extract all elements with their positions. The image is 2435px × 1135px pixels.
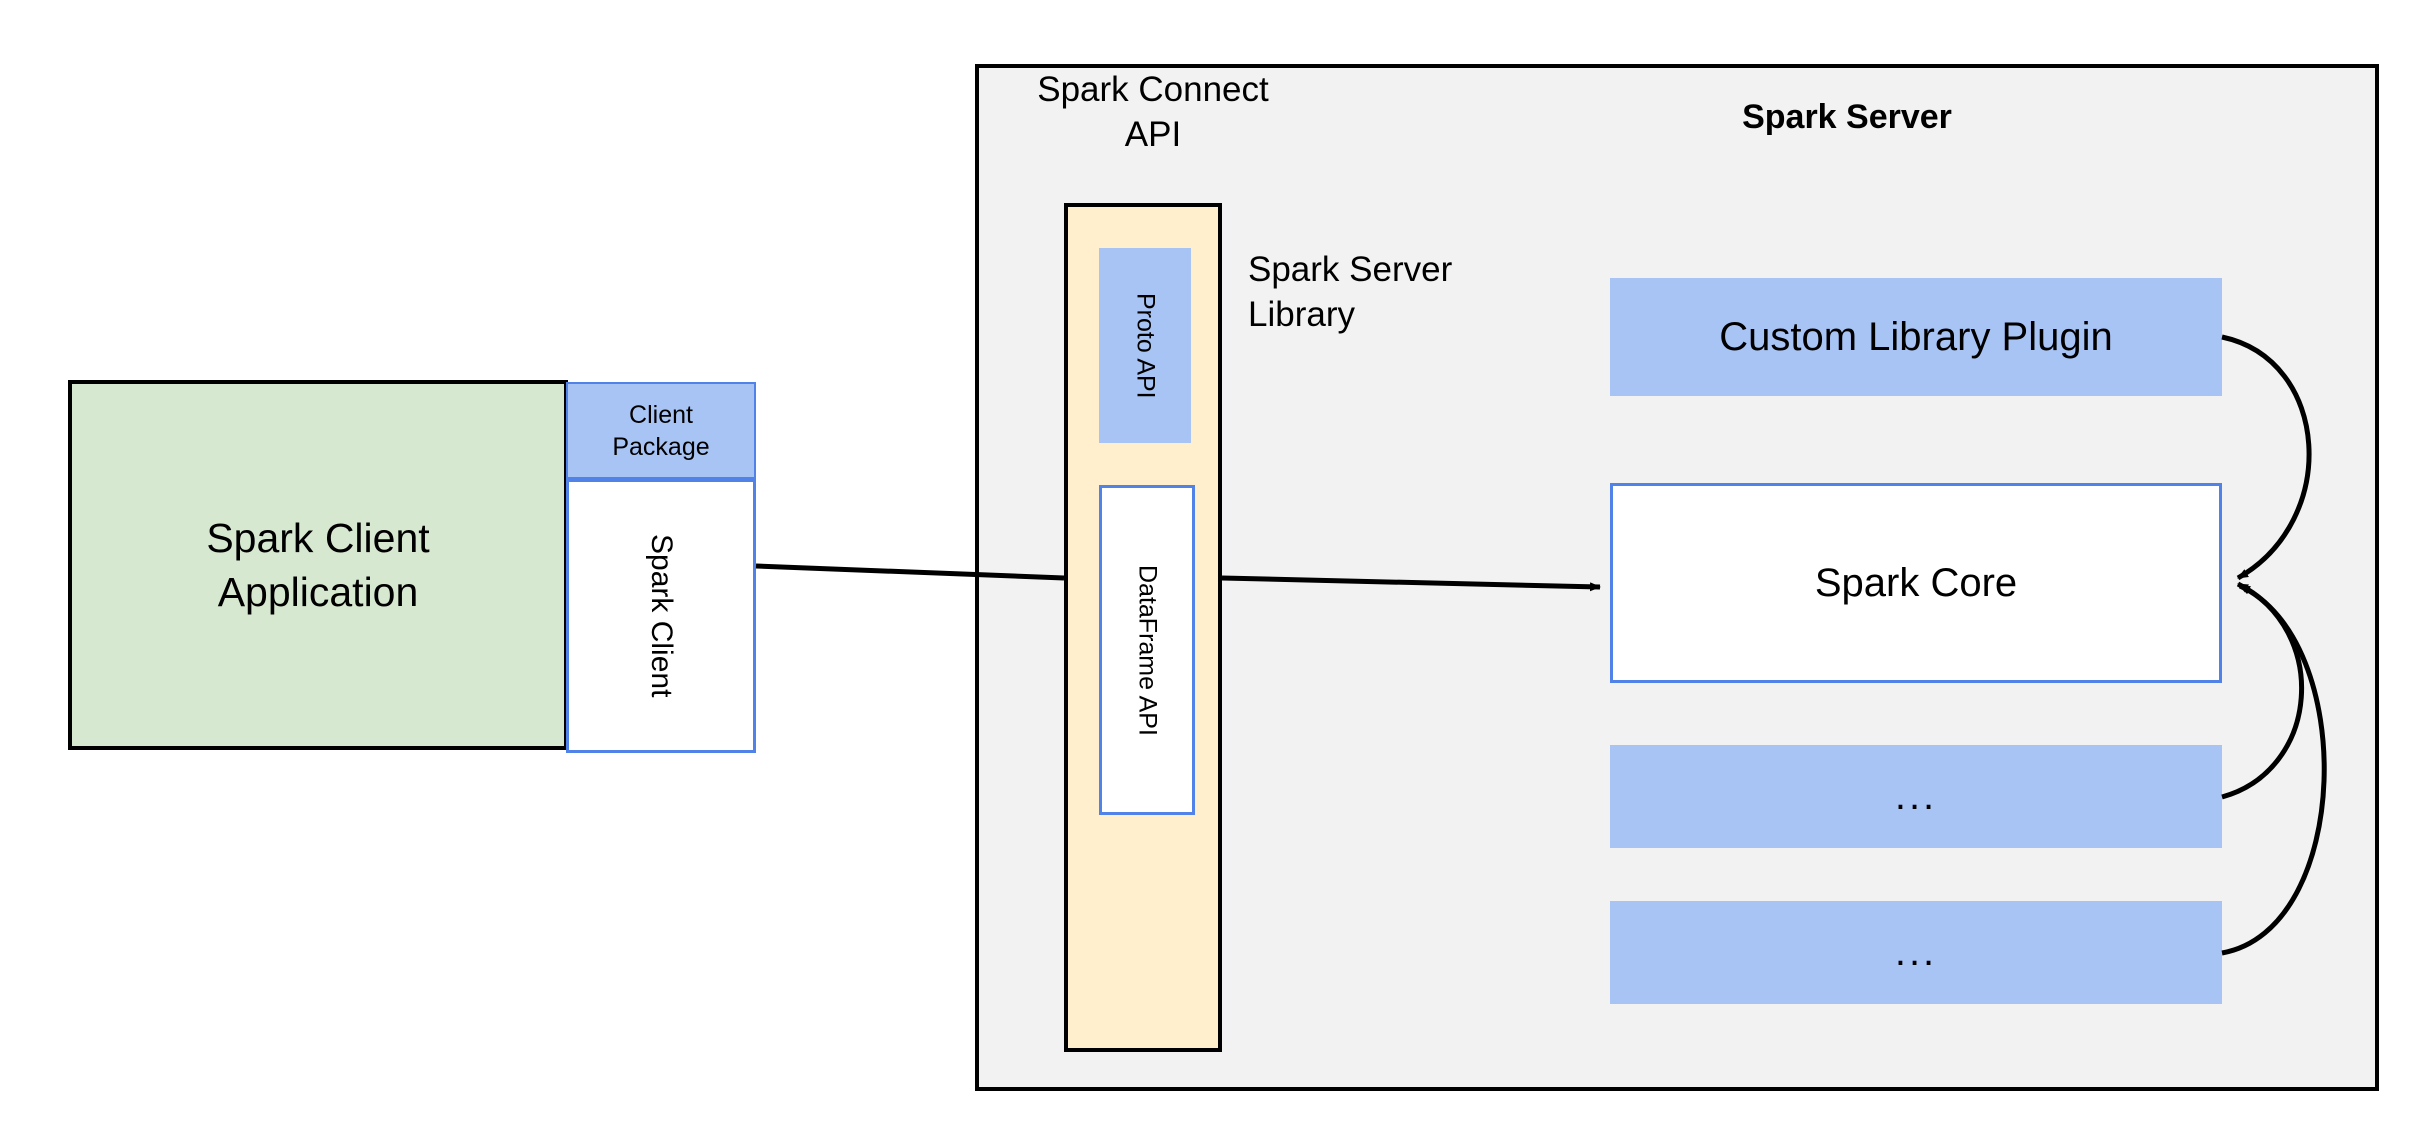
spark-core-label: Spark Core xyxy=(1814,560,2018,605)
dataframe-api-box[interactable]: DataFrame API xyxy=(1099,485,1195,815)
spark-connect-api-label: Spark Connect API xyxy=(1008,68,1298,158)
custom-library-plugin-label: Custom Library Plugin xyxy=(1719,314,2113,359)
server-library-label-line2: Library xyxy=(1248,294,1355,334)
spark-server-title: Spark Server xyxy=(1742,98,1952,136)
client-app-label-line2: Application xyxy=(217,569,419,615)
client-package-label-line2: Package xyxy=(612,432,710,461)
placeholder-box-1[interactable]: ... xyxy=(1610,745,2222,848)
spark-server-library-label: Spark Server Library xyxy=(1248,248,1578,338)
client-package-label-line1: Client xyxy=(629,400,693,429)
connect-api-label-line1: Spark Connect xyxy=(1037,70,1269,109)
placeholder-label-2: ... xyxy=(1894,930,1938,974)
dataframe-api-label: DataFrame API xyxy=(1133,564,1162,736)
proto-api-box[interactable]: Proto API xyxy=(1099,248,1191,443)
spark-client-application-box[interactable]: Spark Client Application xyxy=(68,380,568,750)
spark-client-label: Spark Client xyxy=(645,534,678,698)
spark-core-box[interactable]: Spark Core xyxy=(1610,483,2222,683)
proto-api-label: Proto API xyxy=(1131,292,1160,399)
placeholder-label-1: ... xyxy=(1894,774,1938,818)
spark-client-application-label: Spark Client Application xyxy=(206,511,429,619)
connect-api-label-line2: API xyxy=(1124,114,1182,154)
client-package-box[interactable]: Client Package xyxy=(566,382,756,479)
custom-library-plugin-box[interactable]: Custom Library Plugin xyxy=(1610,278,2222,396)
client-app-label-line1: Spark Client xyxy=(206,514,430,561)
placeholder-box-2[interactable]: ... xyxy=(1610,901,2222,1004)
spark-client-box[interactable]: Spark Client xyxy=(566,479,756,753)
client-package-label: Client Package xyxy=(612,399,709,463)
server-library-label-line1: Spark Server xyxy=(1248,250,1453,289)
